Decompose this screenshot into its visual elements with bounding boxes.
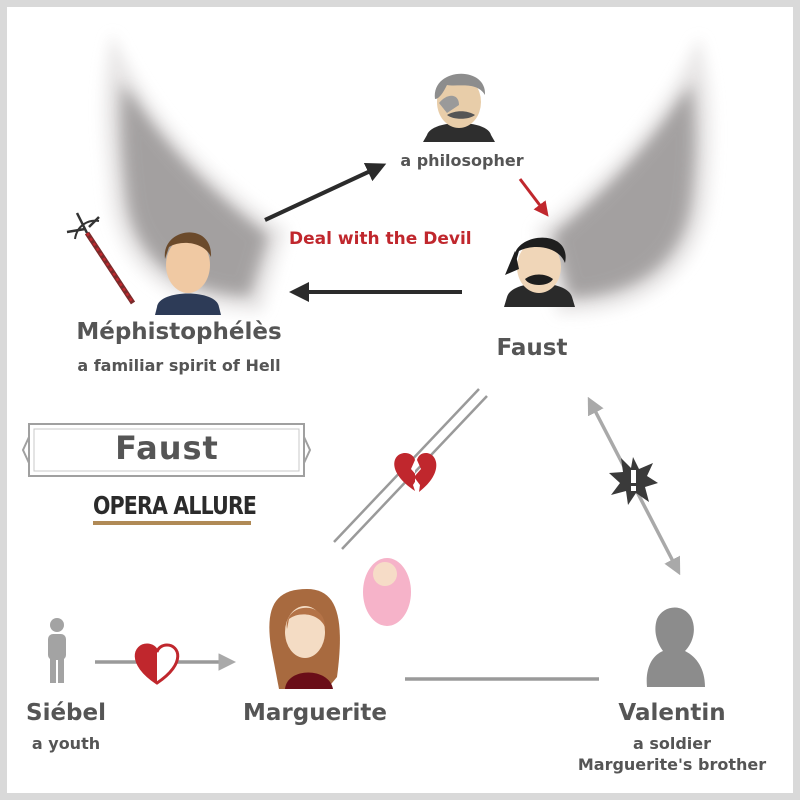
mephisto-role: a familiar spirit of Hell xyxy=(77,356,281,375)
title-frame xyxy=(21,423,312,477)
faust-name: Faust xyxy=(496,335,568,361)
mephisto-name: Méphistophélès xyxy=(76,319,282,345)
person-silhouette-icon xyxy=(48,618,66,683)
valentin-name: Valentin xyxy=(618,700,726,726)
valentin-role: a soldier xyxy=(632,734,712,753)
clash-icon xyxy=(609,457,658,505)
half-heart-icon xyxy=(134,643,180,685)
deal-label: Deal with the Devil xyxy=(289,229,472,249)
marguerite-portrait xyxy=(269,589,340,689)
trident-icon xyxy=(66,212,136,305)
diagram-graphics xyxy=(21,33,713,689)
marguerite-name: Marguerite xyxy=(242,700,388,726)
page-title: Faust xyxy=(115,429,219,467)
valentin-silhouette-icon xyxy=(646,607,705,687)
broken-heart-icon xyxy=(394,453,437,492)
baby-icon xyxy=(363,558,411,626)
brand-logo: OPERA ALLURE xyxy=(93,491,257,520)
valentin-role-2: Marguerite's brother xyxy=(577,755,767,774)
brand-underline xyxy=(93,521,251,525)
mephisto-portrait xyxy=(155,232,221,315)
philosopher-role: a philosopher xyxy=(400,151,524,170)
siebel-name: Siébel xyxy=(26,700,106,726)
philosopher-portrait xyxy=(423,73,495,142)
arrow-mephisto-to-philosopher xyxy=(264,162,387,222)
diagram-canvas: a philosopher Deal with the Devil Méphis… xyxy=(7,7,793,793)
horn-icon-right xyxy=(535,36,713,315)
faust-portrait xyxy=(504,237,575,307)
siebel-role: a youth xyxy=(31,734,101,753)
arrow-philosopher-to-faust xyxy=(518,178,549,217)
